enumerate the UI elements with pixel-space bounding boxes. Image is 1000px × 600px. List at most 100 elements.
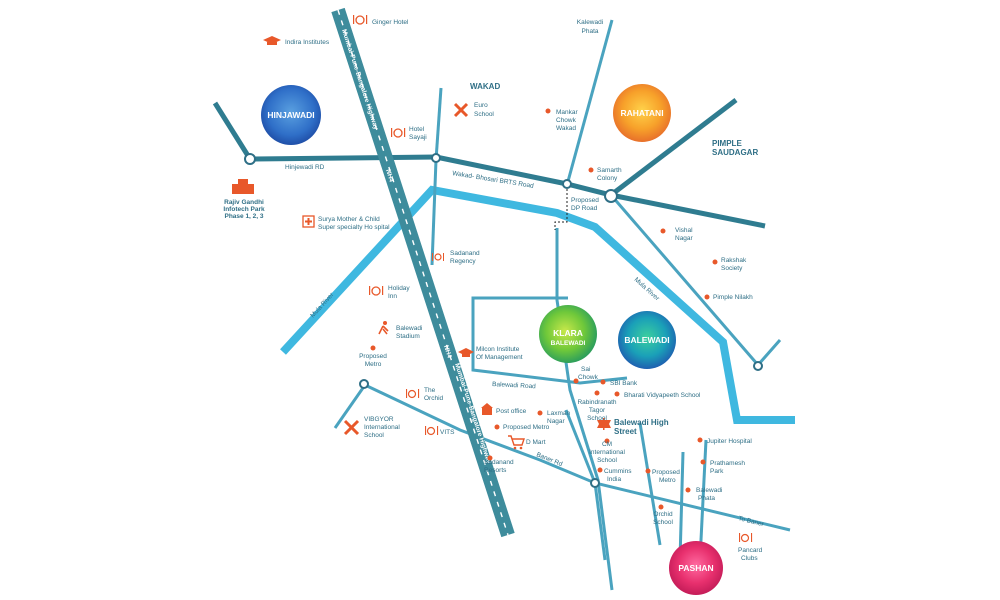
place-sadanand-regency-2: Regency [450,258,476,265]
restaurant-icon [353,15,368,25]
place-mankar-chowk-2: Chowk [556,117,577,124]
area-balewadi: BALEWADI [618,311,676,369]
place-proposed-metro-center: Proposed Metro [503,424,550,431]
place-post-office: Post office [496,408,527,415]
junctions [244,153,763,488]
place-orchid-school: Orchid [653,511,673,518]
area-pashan: PASHAN [669,541,723,595]
place-cummins-2: India [607,476,621,483]
road-label-balewadi: Balewadi Road [492,381,536,390]
mula-river [280,185,795,424]
place-rajiv-gandhi: Rajiv Gandhi [224,199,264,206]
place-cm-intl-3: School [597,457,617,464]
place-balewadi-stadium-2: Stadium [396,333,420,340]
restaurant-icon [432,253,444,261]
place-holiday-inn-2: Inn [388,293,397,300]
runner-icon [378,321,389,335]
place-pimple-nilakh: Pimple Nilakh [713,294,753,301]
place-the-orchid-2: Orchid [424,395,444,402]
restaurant-icon [425,426,439,436]
place-ginger-hotel: Ginger Hotel [372,19,409,26]
place-samarth-2: Colony [597,175,618,182]
svg-text:BALEWADI: BALEWADI [551,340,586,347]
place-vits: VITS [440,429,455,436]
place-rajiv-gandhi-3: Phase 1, 2, 3 [224,213,263,220]
place-balewadi-phata: Balewadi [696,487,722,494]
road-label-hinjewadi: Hinjewadi RD [285,164,325,171]
cart-icon [508,435,525,450]
project-klara[interactable]: KLARA BALEWADI [539,305,597,363]
road-label-to-baner: To Baner [738,515,766,528]
area-label-pimple: PIMPLE [712,139,742,148]
place-bharati: Bharati Vidyapeeth School [624,392,701,399]
restaurant-icon [369,286,384,296]
place-prathamesh-2: Park [710,468,724,475]
svg-text:BALEWADI: BALEWADI [624,335,669,345]
svg-text:KLARA: KLARA [553,328,583,338]
building-icon [232,179,254,194]
place-hotel-sayaji-2: Sayaji [409,134,427,141]
place-euro-school-2: School [474,111,494,118]
place-kalewadi-phata: Kalewadi [577,19,603,26]
place-cm-intl-2: International [589,449,625,456]
river-label-left: Mula River [309,291,336,319]
place-euro-school: Euro [474,102,488,109]
flag-icon [597,418,611,430]
place-d-mart: D Mart [526,439,546,446]
restaurant-icon [391,128,406,138]
place-surya: Surya Mother & Child [318,216,380,223]
place-balewadi-high-street-2: Street [614,427,637,436]
place-mankar-chowk-3: Wakad [556,125,576,132]
place-vibgyor-2: International [364,424,400,431]
area-hinjawadi: HINJAWADI [261,85,321,145]
nh4-label-top: NH4 [384,168,395,183]
restaurant-icon [739,533,753,543]
place-laxman-nagar: Laxman [547,410,571,417]
place-sai-chowk-2: Chowk [578,374,599,381]
area-label-saudagar: SAUDAGAR [712,148,758,157]
place-mankar-chowk: Mankar [556,109,579,116]
place-milcon: Milcon Institute [476,346,520,353]
place-proposed-metro-right: Proposed [652,469,680,476]
place-jupiter: Jupiter Hospital [707,438,752,445]
place-rabindranath: Rabindranath [577,399,616,406]
major-roads [212,98,766,229]
area-label-wakad: WAKAD [470,82,500,91]
hospital-icon [302,215,315,228]
place-milcon-2: Of Management [476,354,523,361]
place-vibgyor: VIBGYOR [364,416,394,423]
place-rajiv-gandhi-2: Infotech Park [223,206,265,213]
place-hotel-sayaji: Hotel [409,126,425,133]
place-sai-chowk: Sai [581,366,590,373]
place-indira: Indira Institutes [285,39,330,46]
place-pancard: Pancard [738,547,763,554]
place-holiday-inn: Holiday [388,285,410,292]
place-sadanand-regency: Sadanand [450,250,480,257]
place-rabindranath-3: School [587,415,607,422]
place-orchid-school-2: School [653,519,673,526]
place-balewadi-high-street: Balewadi High [614,418,669,427]
graduation-cap-icon [263,36,281,45]
minor-roads [333,19,791,591]
place-rakshak: Rakshak [721,257,747,264]
post-office-icon [481,403,493,415]
svg-text:RAHATANI: RAHATANI [620,108,663,118]
place-proposed-metro-left: Proposed [359,353,387,360]
place-rabindranath-2: Tagor [589,407,606,414]
place-prathamesh: Prathamesh [710,460,745,467]
place-vishal-nagar: Vishal [675,227,693,234]
place-proposed-metro-left-2: Metro [365,361,382,368]
place-sbi-bank: SBI Bank [610,380,638,387]
graduation-cap-icon [458,348,474,357]
place-samarth: Samarth [597,167,622,174]
place-vibgyor-3: School [364,432,384,439]
place-sadanand-resorts-2: Resorts [484,467,507,474]
place-cm-intl: CM [602,441,612,448]
place-pancard-2: Clubs [741,555,758,562]
location-dots [370,108,718,510]
place-surya-2: Super specialty Ho spital [318,224,390,231]
nh4-label-bottom: NH4 [442,344,453,359]
proposed-dp-road [554,185,568,230]
road-label-proposed-dp-2: DP Road [571,205,598,212]
place-vishal-nagar-2: Nagar [675,235,694,242]
